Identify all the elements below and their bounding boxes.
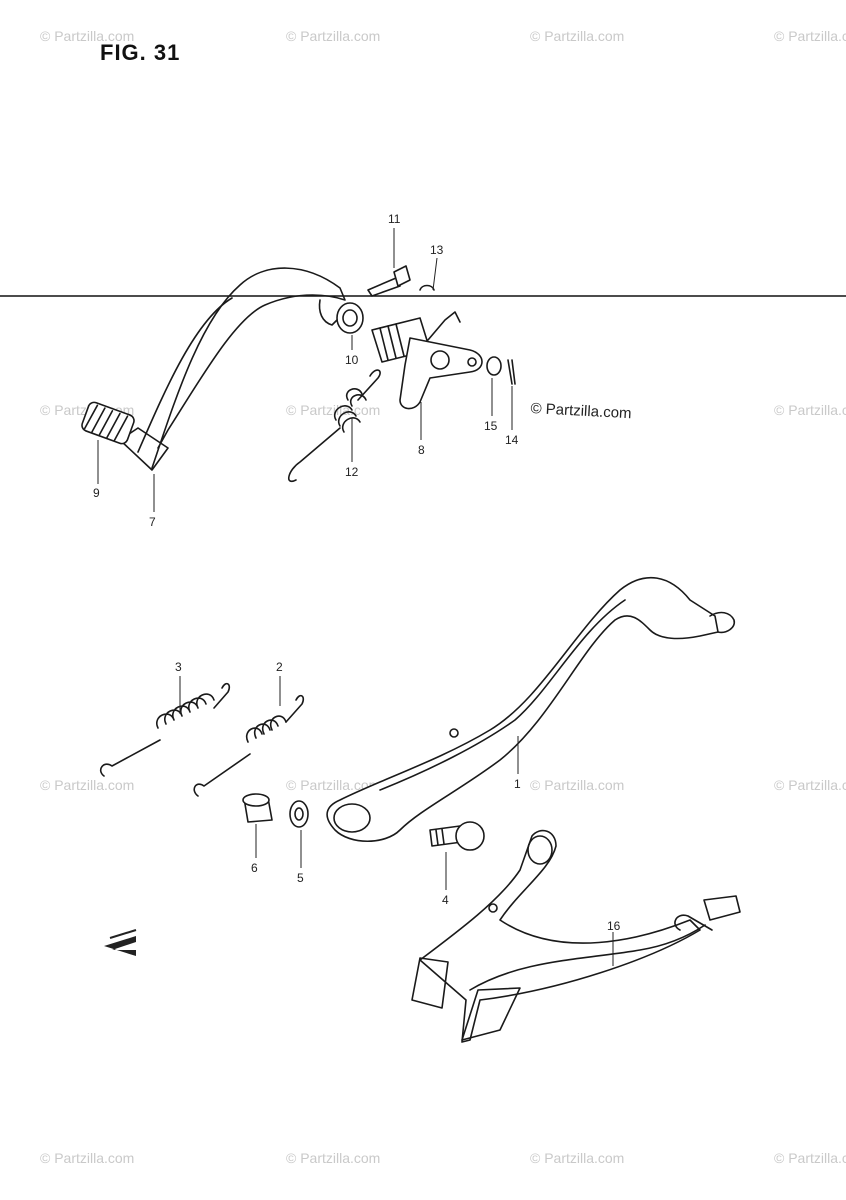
watermark: © Partzilla.com — [774, 777, 846, 793]
callout-2: 2 — [276, 660, 283, 674]
brake-pedal — [326, 576, 736, 842]
watermark: © Partzilla.com — [286, 777, 381, 793]
callout-9: 9 — [93, 486, 100, 500]
watermark: © Partzilla.com — [530, 777, 625, 793]
watermark: © Partzilla.com — [774, 1150, 846, 1166]
shift-clip — [419, 284, 435, 291]
callout-4: 4 — [442, 893, 449, 907]
pedal-pivot-bolt — [429, 821, 485, 851]
watermark: © Partzilla.com — [286, 1150, 381, 1166]
callout-16: 16 — [607, 919, 621, 933]
cotter-pin — [507, 359, 516, 385]
callout-10: 10 — [345, 353, 359, 367]
direction-arrow-icon — [104, 929, 137, 956]
callout-6: 6 — [251, 861, 258, 875]
pedal-bushing — [242, 793, 273, 823]
callout-12: 12 — [345, 465, 359, 479]
watermark: © Partzilla.com — [774, 28, 846, 44]
watermark: © Partzilla.com — [40, 777, 135, 793]
callout-8: 8 — [418, 443, 425, 457]
shift-lever-bolt — [367, 265, 411, 297]
callout-15: 15 — [484, 419, 498, 433]
gear-shift-lever — [119, 267, 346, 471]
callout-3: 3 — [175, 660, 182, 674]
shift-washer — [336, 302, 364, 334]
watermark: © Partzilla.com — [286, 402, 381, 418]
watermark: © Partzilla.com — [530, 28, 625, 44]
watermark: © Partzilla.com — [774, 402, 846, 418]
brake-spring-large — [99, 682, 231, 777]
gear-shift-arm — [371, 311, 483, 410]
shift-pedal-rubber — [81, 401, 135, 445]
callout-14: 14 — [505, 433, 519, 447]
watermark: © Partzilla.com — [286, 28, 381, 44]
callout-1: 1 — [514, 777, 521, 791]
callout-11: 11 — [388, 212, 401, 226]
watermark: © Partzilla.com — [40, 28, 135, 44]
pedal-washer — [289, 800, 309, 828]
callout-7: 7 — [149, 515, 156, 529]
brake-spring-small — [193, 694, 305, 797]
shift-return-spring — [288, 369, 381, 483]
callout-13: 13 — [430, 243, 444, 257]
center-stand — [411, 829, 741, 1043]
watermark: © Partzilla.com — [40, 1150, 135, 1166]
figure-title: FIG. 31 — [100, 40, 181, 65]
callout-5: 5 — [297, 871, 304, 885]
watermark: © Partzilla.com — [530, 1150, 625, 1166]
small-washer — [486, 356, 502, 376]
